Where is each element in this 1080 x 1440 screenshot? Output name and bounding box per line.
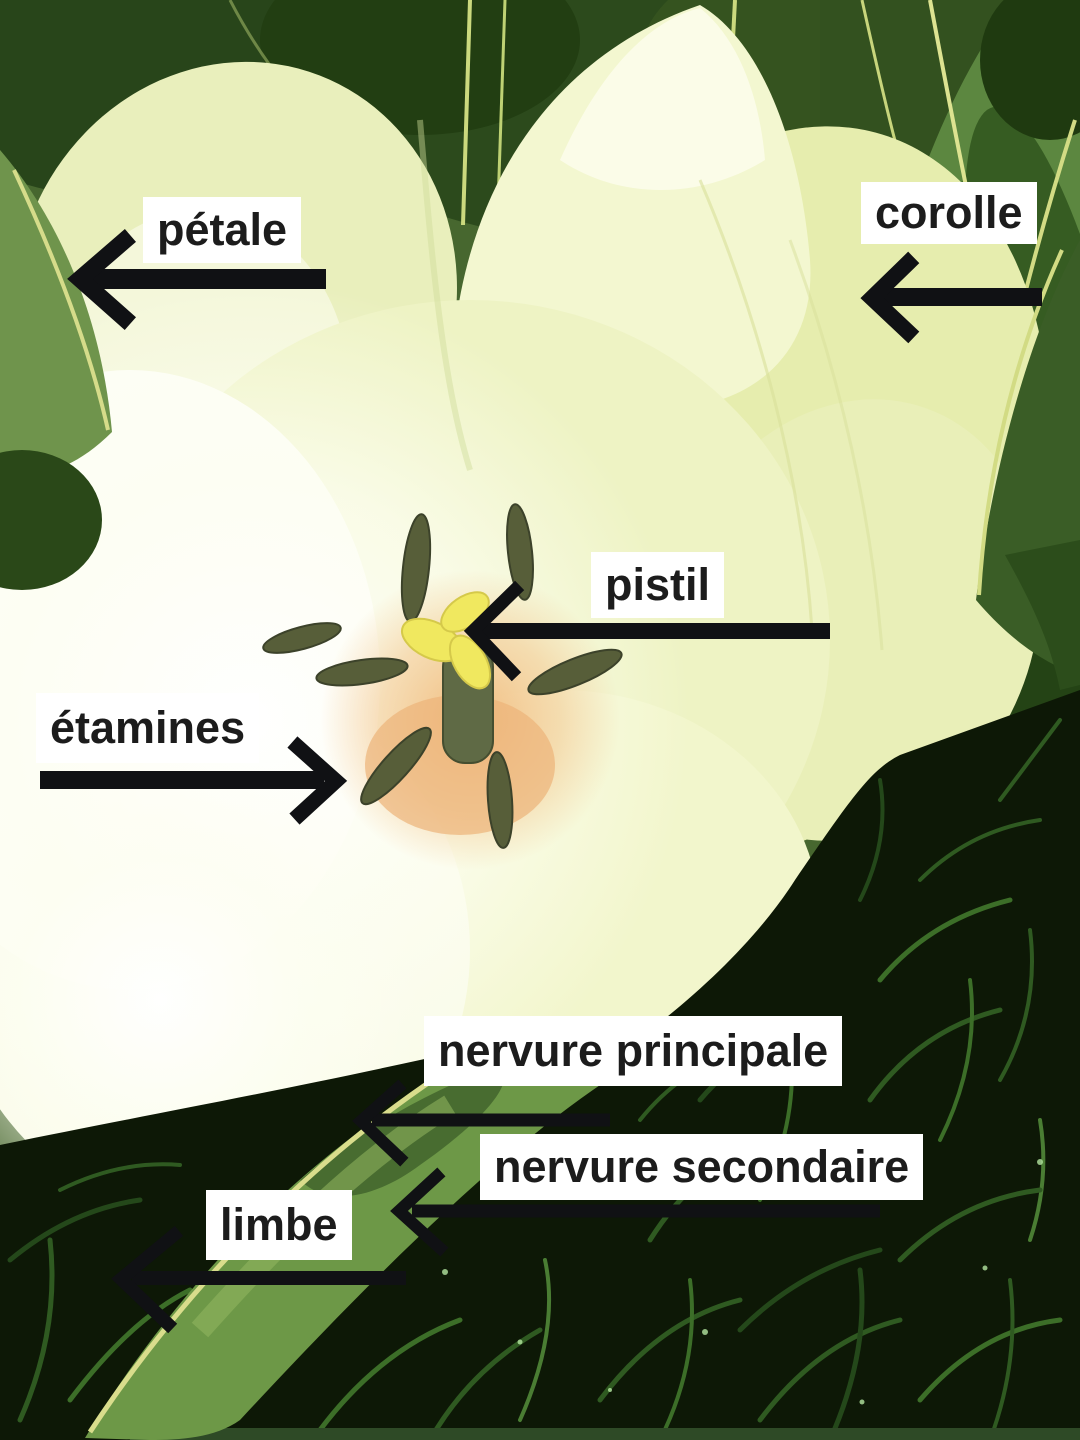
nervure-principale-arrow	[352, 1079, 610, 1167]
pistil-structure	[401, 591, 494, 764]
limbe-arrow	[111, 1225, 406, 1334]
label-nervure-secondaire: nervure secondaire	[480, 1134, 924, 1200]
label-petale: pétale	[143, 197, 302, 263]
flower-center	[262, 503, 623, 870]
nervure-secondaire-arrow	[390, 1167, 880, 1257]
label-limbe: limbe	[206, 1190, 352, 1260]
label-etamines: étamines	[36, 693, 260, 763]
stigma	[401, 591, 492, 690]
label-nervure-principale: nervure principale	[424, 1016, 843, 1086]
stamens	[262, 503, 623, 849]
pistil-arrow	[463, 580, 830, 682]
label-pistil: pistil	[591, 552, 725, 618]
label-corolle: corolle	[861, 182, 1037, 244]
leaf-left-edge	[0, 150, 112, 590]
corolle-arrow	[860, 251, 1042, 344]
etamines-arrow	[40, 736, 348, 825]
petale-arrow	[67, 229, 326, 330]
leaf-overlap-right	[976, 240, 1080, 690]
